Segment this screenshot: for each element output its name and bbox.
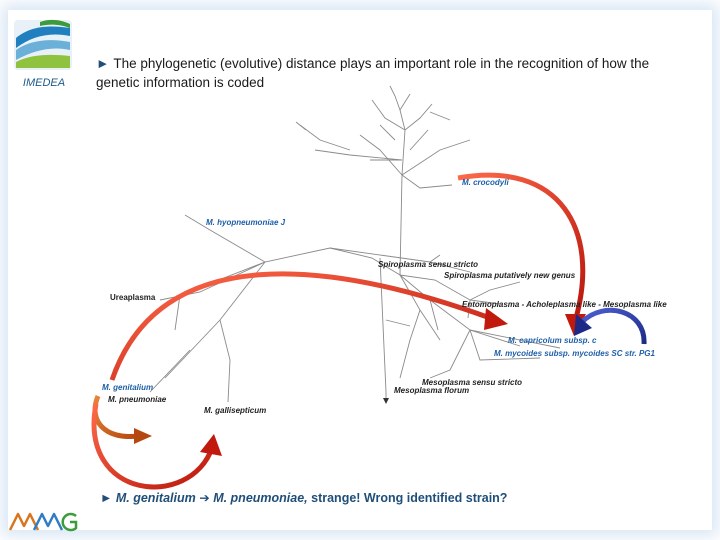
- label-mesoplasma-stricto: Mesoplasma sensu stricto: [422, 378, 523, 387]
- headline-text: The phylogenetic (evolutive) distance pl…: [96, 56, 650, 90]
- label-m-crocodyli: M. crocodyli: [462, 178, 509, 187]
- label-entomoplasma-group: Entomoplasma - Acholeplasma like - Mesop…: [462, 300, 667, 309]
- orange-arrowhead-pneumoniae: [134, 428, 152, 444]
- logo-wordmark: IMEDEA: [23, 77, 65, 89]
- blue-arrowhead-mycoides: [574, 314, 592, 336]
- footer-statement: ► M. genitalium ➔ M. pneumoniae, strange…: [100, 490, 507, 505]
- red-arrowhead-capricolum: [484, 308, 508, 330]
- label-m-pneumoniae: M. pneumoniae: [108, 395, 167, 404]
- footer-pneumoniae: M. pneumoniae,: [213, 491, 308, 505]
- footer-question: strange! Wrong identified strain?: [311, 491, 508, 505]
- red-arrow-crocodyli-capricolum: [457, 172, 586, 319]
- label-m-capricolum: M. capricolum subsp. c: [508, 336, 597, 345]
- slide-frame: [8, 10, 712, 530]
- label-spiroplasma-stricto: Spiroplasma sensu stricto: [378, 260, 479, 269]
- headline: ►The phylogenetic (evolutive) distance p…: [96, 54, 696, 92]
- footer-genitalium: M. genitalium: [115, 491, 196, 505]
- orange-arrow-genitalium-pneumoniae: [92, 395, 139, 439]
- headline-bullet-icon: ►: [96, 56, 110, 71]
- label-spiroplasma-new-genus: Spiroplasma putatively new genus: [444, 271, 576, 280]
- label-m-gallisepticum: M. gallisepticum: [204, 406, 267, 415]
- red-arrowhead-gallisepticum: [200, 434, 222, 456]
- label-ureaplasma: Ureaplasma: [110, 293, 156, 302]
- footer-arrow-icon: ➔: [199, 491, 210, 505]
- tree-branches: [149, 85, 561, 403]
- red-arrow-gallisepticum-loop: [91, 403, 215, 490]
- red-arrow-genitalium-capricolum: [109, 271, 491, 381]
- footer-bullet-icon: ►: [100, 491, 113, 505]
- label-m-genitalium: M. genitalium: [102, 383, 154, 392]
- mmg-logo: [8, 508, 80, 534]
- label-m-hyopneumoniae: M. hyopneumoniae J: [206, 218, 286, 227]
- imedea-logo: IMEDEA: [10, 14, 78, 92]
- tree-root-marker: [383, 398, 389, 404]
- label-m-mycoides: M. mycoides subsp. mycoides SC str. PG1: [494, 349, 655, 358]
- blue-arrow-mycoides: [580, 307, 647, 345]
- label-mesoplasma-florum: Mesoplasma florum: [394, 386, 470, 395]
